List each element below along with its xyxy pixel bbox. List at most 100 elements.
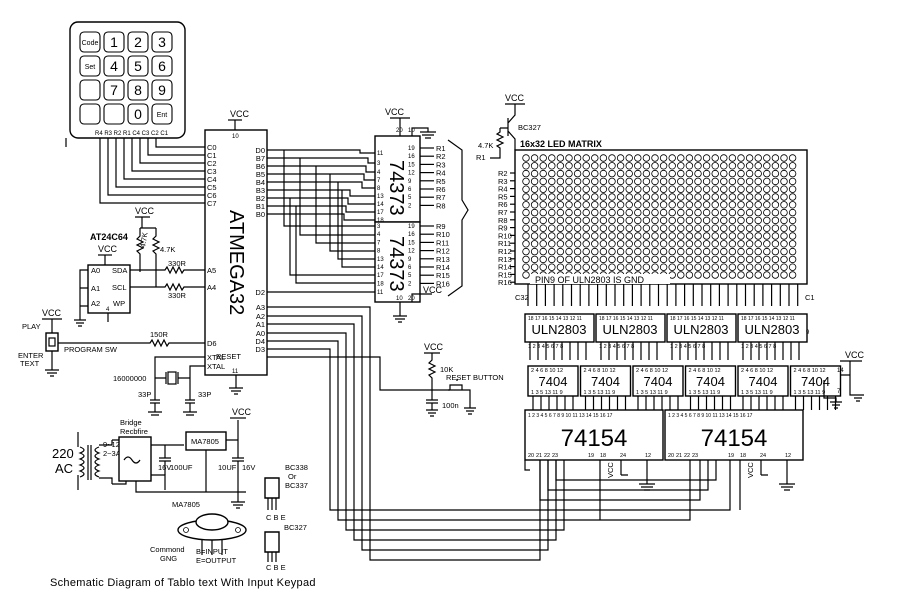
led-dot	[582, 263, 590, 271]
mcu-bus-wires	[267, 149, 375, 293]
led-dot	[711, 185, 719, 193]
led-dot	[702, 193, 711, 201]
led-dot	[522, 271, 530, 279]
keypad-key[interactable]	[127, 103, 149, 125]
led-dot	[771, 169, 780, 178]
led-dot	[556, 162, 565, 170]
led-dot	[625, 263, 633, 271]
led-dot	[677, 263, 685, 271]
keypad-key-label: Ent	[157, 112, 168, 119]
mcu-vcc: VCC	[230, 109, 250, 119]
led-dot	[694, 255, 702, 264]
keypad-key[interactable]	[151, 55, 173, 77]
led-dot	[642, 216, 651, 225]
mcu-pin-label: C7	[207, 199, 217, 208]
led-dot	[616, 177, 625, 186]
keypad-key-label: 7	[110, 82, 118, 98]
reset-circuit[interactable]: VCC 10K RESET BUTTON 100n	[267, 342, 504, 417]
led-dot	[685, 224, 694, 232]
led-dot	[685, 201, 694, 209]
keypad-key[interactable]	[103, 31, 125, 53]
row-output-label: R15	[436, 271, 450, 280]
keypad-key[interactable]	[127, 79, 149, 101]
led-dot	[659, 263, 668, 271]
led-dot	[522, 208, 530, 217]
led-dot	[530, 185, 539, 193]
decoder-vcc: VCC	[746, 462, 755, 478]
decoder-name: 74154	[701, 425, 768, 452]
led-dot	[763, 162, 771, 170]
led-dot	[651, 240, 659, 248]
text-label: TEXT	[20, 359, 40, 368]
led-dot	[771, 216, 780, 225]
led-dot	[591, 208, 599, 217]
c1-value: 100UF	[170, 463, 193, 472]
keypad-key[interactable]	[103, 55, 125, 77]
matrix-title: 16x32 LED MATRIX	[520, 139, 602, 149]
led-dot	[737, 232, 745, 240]
led-dot	[677, 240, 685, 248]
led-dot	[539, 216, 547, 225]
mcu-pin-label: C1	[207, 151, 217, 160]
latch-pin-num: 3	[377, 161, 381, 167]
led-dot	[754, 177, 762, 186]
mcu-name: ATMEGA32	[225, 210, 247, 315]
latch-pin-num: 8	[377, 249, 381, 255]
keypad-key[interactable]	[127, 31, 149, 53]
led-dot	[608, 255, 616, 264]
led-dot	[548, 240, 556, 248]
keypad-key[interactable]	[151, 103, 173, 125]
led-dot	[780, 216, 788, 225]
keypad-key[interactable]	[103, 79, 125, 101]
led-dot	[702, 255, 711, 264]
led-dot	[565, 162, 573, 170]
latch-pin-num: 7	[377, 178, 381, 184]
inverter-bottom-pins: 1 3 5 13 11 9	[689, 390, 721, 396]
latch-upper-name: 74373	[385, 160, 407, 216]
led-dot	[694, 162, 702, 170]
led-dot	[720, 247, 728, 256]
led-dot	[582, 185, 590, 193]
row-bus-bracket	[447, 139, 469, 297]
keypad-key[interactable]	[79, 55, 101, 77]
led-dot	[625, 247, 633, 256]
led-dot	[625, 240, 633, 248]
led-dot	[616, 232, 625, 240]
led-dot	[625, 224, 633, 232]
keypad-key[interactable]	[151, 31, 173, 53]
matrix-row-label: R8	[498, 216, 508, 225]
latch-pin-num: 13	[377, 194, 384, 200]
led-dot	[780, 177, 788, 186]
keypad-key[interactable]	[79, 31, 101, 53]
led-dot	[634, 177, 642, 186]
led-dot	[573, 169, 582, 178]
program-switch[interactable]: VCC PLAY ENTER TEXT PROGRAM SW 150R	[18, 308, 205, 377]
led-dot	[548, 177, 556, 186]
led-dot	[530, 201, 539, 209]
keypad-key[interactable]	[151, 79, 173, 101]
keypad-key[interactable]	[103, 103, 125, 125]
led-dot	[565, 232, 573, 240]
led-dot	[668, 193, 676, 201]
latch-pin-num: 18	[377, 281, 384, 287]
led-dot	[642, 193, 651, 201]
led-dot	[720, 201, 728, 209]
inverter-chip	[684, 365, 737, 397]
keypad-key[interactable]	[79, 79, 101, 101]
led-dot	[556, 193, 565, 201]
latch-vcc-bottom: VCC	[423, 285, 443, 295]
led-dot	[745, 154, 754, 162]
led-dot	[625, 169, 633, 178]
play-label: PLAY	[22, 322, 41, 331]
inverter-bottom-pins: 1 3 5 13 11 9	[531, 390, 563, 396]
led-dot	[530, 224, 539, 232]
led-dot	[616, 162, 625, 170]
led-dot	[599, 263, 608, 271]
keypad-key[interactable]	[79, 103, 101, 125]
led-dot	[788, 224, 797, 232]
ac-label: 220	[52, 446, 74, 461]
keypad-key[interactable]	[127, 55, 149, 77]
led-dot	[608, 232, 616, 240]
keypad-key-label: 8	[134, 82, 142, 98]
